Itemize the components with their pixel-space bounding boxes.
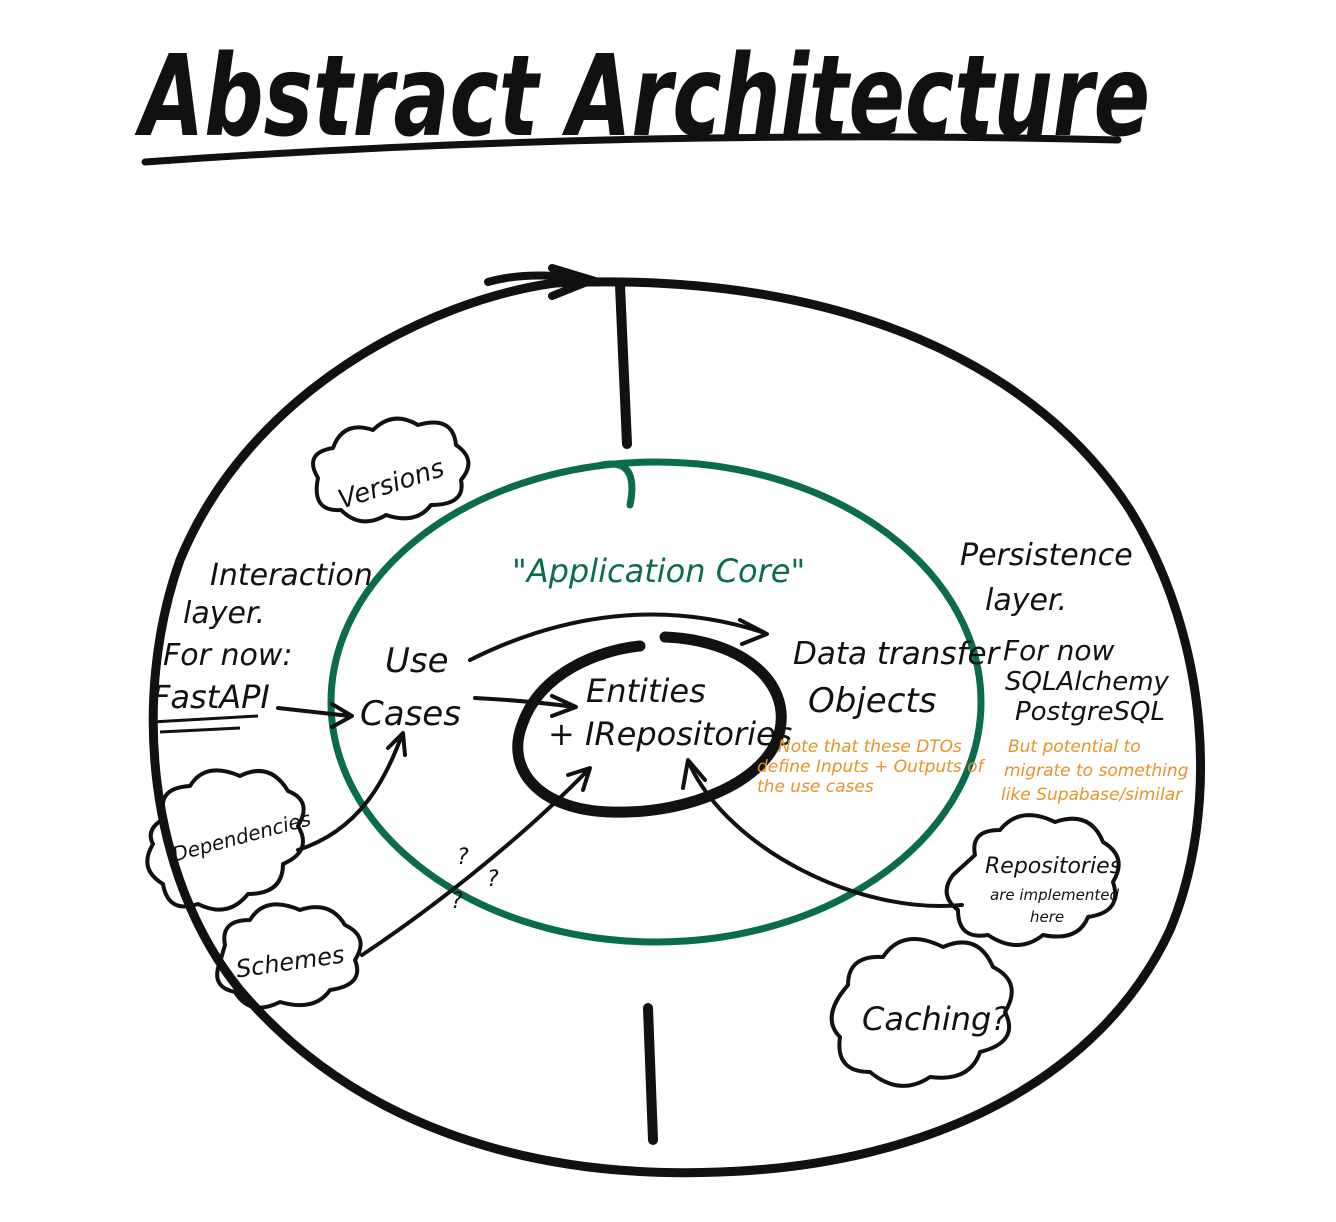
interaction-line4: FastAPI [152,678,270,716]
entities-line1: Entities [586,672,706,710]
repositories-label-line2: are implemented [990,886,1120,904]
interaction-line1: Interaction [210,558,373,593]
bottom-divider [643,1003,658,1145]
persistence-line3: For now [1003,634,1115,667]
arrow-dependencies-to-usecases [296,731,407,852]
dto-line1: Data transfer [793,636,1002,672]
application-core-label: "Application Core" [512,552,805,590]
repositories-label-line1: Repositories [985,854,1121,879]
fastapi-underline [151,714,259,734]
use-cases-line1: Use [385,641,449,681]
dto-note: Note that these DTOs define Inputs + Out… [757,737,987,797]
arrow-repositories-to-entities [681,758,964,908]
question-mark-3: ? [451,889,463,914]
versions-cloud-icon [311,416,471,524]
caching-label: Caching? [862,1000,1008,1038]
repositories-cloud-icon [944,813,1121,947]
dto-note-line3: the use cases [757,777,874,797]
title-underline [141,133,1122,166]
persistence-note-line2: migrate to something [1004,761,1189,781]
caching-cloud-icon [829,937,1014,1088]
persistence-line2: layer. [985,583,1067,618]
dependencies-cloud-icon [145,768,306,912]
dto-note-line2: define Inputs + Outputs of [757,757,987,777]
arrow-fastapi-to-usecases [276,702,354,729]
outer-layer-ring [148,277,1206,1178]
arrow-usecases-to-entities [473,694,578,718]
persistence-note-line3: like Supabase/similar [1001,785,1183,805]
repositories-label-line3: here [1030,908,1064,926]
application-core-ring [327,458,985,946]
top-divider [615,280,632,449]
outer-ring-arrowhead [484,264,605,300]
persistence-note-line1: But potential to [1008,737,1141,757]
arrow-schemes-to-entities [360,766,592,957]
interaction-line3: For now: [163,638,293,673]
question-mark-2: ? [487,867,499,892]
dto-note-line1: Note that these DTOs [778,737,962,757]
interaction-layer: Interaction layer. For now: FastAPI [151,558,373,734]
schemes-label: Schemes [234,941,346,984]
persistence-layer: Persistence layer. For now SQLAlchemy Po… [960,538,1189,805]
use-cases-line2: Cases [360,694,461,734]
arrow-usecases-to-dto [468,612,769,662]
interaction-line2: layer. [183,596,265,631]
schemes-cloud-icon [215,902,363,1010]
question-mark-1: ? [457,845,469,870]
persistence-line1: Persistence [960,538,1133,573]
persistence-line5: PostgreSQL [1015,697,1165,727]
entities-line2: + IRepositories [548,715,792,753]
dto-line2: Objects [808,681,936,721]
core-ring-curl [594,460,636,509]
persistence-line4: SQLAlchemy [1005,667,1170,697]
entities-ring [512,631,787,818]
